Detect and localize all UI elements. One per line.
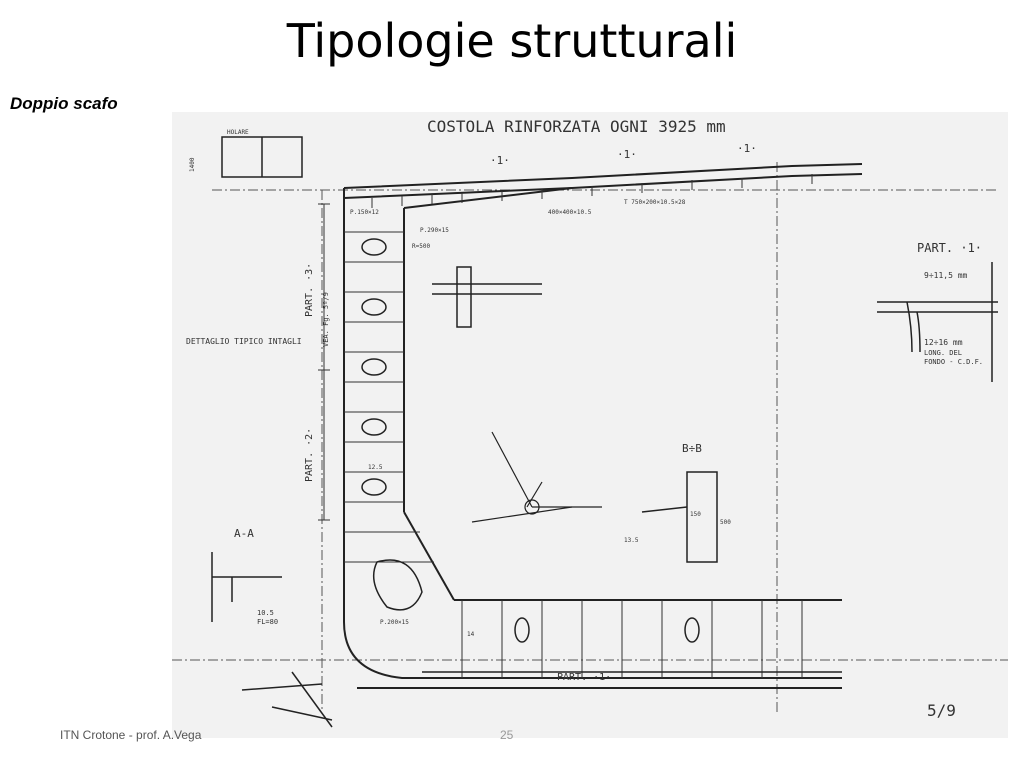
label-section-bb: B÷B <box>682 442 702 455</box>
side-frames <box>344 231 434 563</box>
label-dim-12-16: 12÷16 mm <box>924 338 963 347</box>
label-part3: PART. ·3· <box>304 263 315 317</box>
label-d1400: 1400 <box>189 157 196 172</box>
label-detail: DETTAGLIO TIPICO INTAGLI <box>186 337 302 346</box>
label-p150: P.150×12 <box>350 209 379 216</box>
label-r500: R=500 <box>412 243 430 250</box>
holare-detail <box>221 136 303 178</box>
label-t400: 400×400×10.5 <box>548 209 592 216</box>
label-part1-top-3: ·1· <box>737 142 757 155</box>
label-holare: HOLARE <box>227 129 249 136</box>
drawing-paper <box>172 112 1008 738</box>
t-section-detail <box>432 266 542 328</box>
label-d135: 13.5 <box>624 537 639 544</box>
label-t750: T 750×200×10.5×28 <box>624 199 686 206</box>
side-shell <box>343 188 842 689</box>
label-d125: 12.5 <box>368 464 383 471</box>
section-aa-detail <box>211 552 282 622</box>
label-part2: PART. ·2· <box>304 428 315 482</box>
label-part3-ref: VEA. Fg. 5ª/9 <box>322 292 330 347</box>
slide-footer: ITN Crotone - prof. A.Vega <box>60 728 202 742</box>
technical-drawing: COSTOLA RINFORZATA OGNI 3925 mm <box>172 112 1008 738</box>
label-part1-detail: PART. ·1· <box>917 241 982 255</box>
drawing-sheet-number: 5/9 <box>927 701 956 720</box>
label-d500: 500 <box>720 519 731 526</box>
section-bb-detail <box>641 471 718 563</box>
bracket-sketch <box>471 431 602 523</box>
keel-detail <box>241 671 333 728</box>
deck-structure <box>343 163 863 209</box>
label-d14: 14 <box>467 631 475 638</box>
label-part1-top: ·1· <box>490 154 510 167</box>
label-p290: P.290×15 <box>420 227 449 234</box>
label-part1-top-2: ·1· <box>617 148 637 161</box>
label-part1-bottom: PART. ·1· <box>557 672 611 683</box>
dimension-lines <box>318 203 330 521</box>
slide-page-number: 25 <box>500 728 514 742</box>
bottom-floors <box>461 600 803 678</box>
label-d105: 10.5 <box>257 609 274 617</box>
lightening-holes <box>361 238 700 643</box>
label-fondo: FONDO - C.D.F. <box>924 358 983 366</box>
slide-title: Tipologie strutturali <box>286 14 738 68</box>
label-long-del: LONG. DEL <box>924 349 962 357</box>
label-fl80: FL=80 <box>257 618 278 626</box>
label-d150: 150 <box>690 511 701 518</box>
part1-detail <box>877 262 998 382</box>
drawing-header: COSTOLA RINFORZATA OGNI 3925 mm <box>427 117 726 136</box>
label-p200: P.200×15 <box>380 619 409 626</box>
label-section-aa: A-A <box>234 527 254 540</box>
hull-section-drawing: COSTOLA RINFORZATA OGNI 3925 mm <box>172 112 1008 738</box>
label-dim-9-11: 9÷11,5 mm <box>924 271 968 280</box>
slide-subtitle: Doppio scafo <box>10 94 118 113</box>
deck-stiffeners <box>371 174 813 208</box>
